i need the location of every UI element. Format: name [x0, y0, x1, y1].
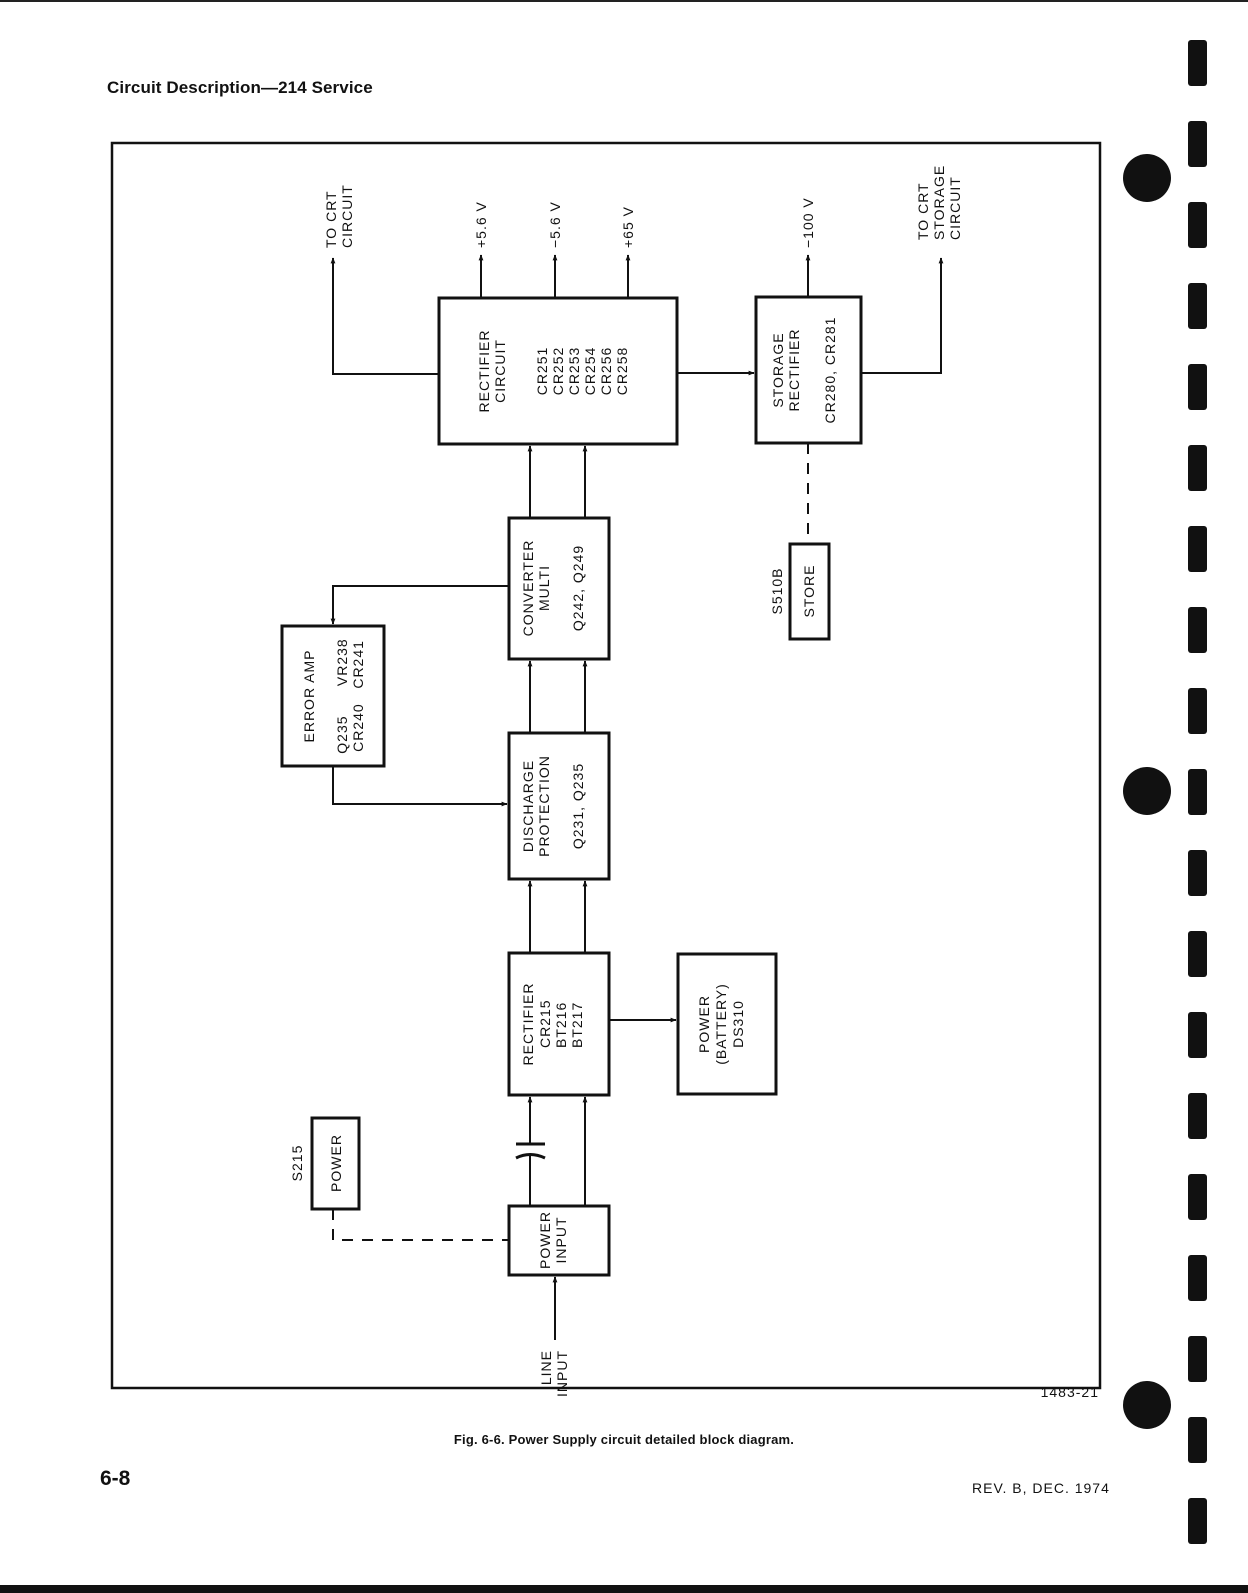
- battery-label-1: POWER: [696, 995, 712, 1053]
- power-switch-block: [310, 1116, 361, 1211]
- binder-hole-middle: [1123, 767, 1171, 815]
- to-crt-storage-label-3: CIRCUIT: [947, 176, 963, 240]
- rectifier-circuit-block: [437, 296, 679, 446]
- rectifier-circuit-part-2: CR252: [550, 347, 566, 396]
- line-input-label-1: LINE: [538, 1350, 554, 1385]
- figure-id: 1483-21: [1041, 1384, 1099, 1400]
- page-top-edge: [0, 0, 1248, 2]
- rectifier-circuit-part-6: CR258: [614, 347, 630, 396]
- discharge-protection-block: [507, 731, 611, 881]
- error-amp-parts-2: CR240 CR241: [350, 640, 366, 752]
- diagram-frame: [110, 141, 1102, 1390]
- rectifier-part-3: BT217: [569, 1002, 585, 1048]
- error-amp-block: [280, 624, 386, 768]
- to-crt-label-1: TO CRT: [323, 190, 339, 248]
- rectifier-circuit-part-1: CR251: [534, 347, 550, 396]
- rectifier-circuit-part-3: CR253: [566, 347, 582, 396]
- power-switch-label: POWER: [328, 1134, 344, 1192]
- rectifier-circuit-label-2: CIRCUIT: [492, 339, 508, 403]
- s510b-label: S510B: [769, 567, 785, 614]
- storage-rectifier-label-2: RECTIFIER: [786, 329, 802, 412]
- plus-65-v-label: +65 V: [620, 206, 636, 248]
- converter-label-1: CONVERTER: [520, 540, 536, 637]
- power-battery-block: [676, 952, 778, 1096]
- minus-100-v-label: −100 V: [800, 197, 816, 248]
- battery-label-3: DS310: [730, 1000, 746, 1048]
- discharge-label-2: PROTECTION: [536, 755, 552, 857]
- error-amp-parts-1: Q235 VR238: [334, 638, 350, 753]
- store-switch-label: STORE: [801, 565, 817, 618]
- error-amp-to-discharge-arrow: [332, 766, 508, 807]
- binder-slots: [1188, 40, 1207, 1544]
- capacitor-plate-bottom: [515, 1153, 546, 1160]
- to-crt-storage-label-2: STORAGE: [931, 165, 947, 240]
- storage-rectifier-parts: CR280, CR281: [822, 317, 838, 424]
- rectifier-block: [507, 951, 611, 1097]
- s215-label: S215: [289, 1145, 305, 1182]
- minus-5-6-v-label: −5.6 V: [547, 201, 563, 248]
- power-input-label-2: INPUT: [553, 1217, 569, 1264]
- to-crt-label-2: CIRCUIT: [339, 184, 355, 248]
- storage-rectifier-label-1: STORAGE: [770, 332, 786, 407]
- binder-hole-top: [1123, 154, 1171, 202]
- plus-5-6-v-label: +5.6 V: [473, 201, 489, 248]
- figure-caption: Fig. 6-6. Power Supply circuit detailed …: [453, 1432, 795, 1447]
- power-input-label-1: POWER: [537, 1211, 553, 1269]
- to-crt-storage-label-1: TO CRT: [915, 182, 931, 240]
- rectifier-circuit-part-5: CR256: [598, 347, 614, 396]
- rectifier-part-2: BT216: [553, 1002, 569, 1048]
- error-amp-title: ERROR AMP: [301, 649, 317, 742]
- rectifier-circuit-part-4: CR254: [582, 347, 598, 396]
- revision-date: REV. B, DEC. 1974: [972, 1480, 1110, 1496]
- converter-parts: Q242, Q249: [570, 545, 586, 631]
- to-crt-storage-arrow: [861, 257, 944, 374]
- binder-hole-bottom: [1123, 1381, 1171, 1429]
- converter-multi-block: [507, 516, 611, 661]
- discharge-label-1: DISCHARGE: [520, 760, 536, 852]
- to-crt-circuit-arrow: [330, 257, 439, 375]
- store-switch-block: [788, 542, 831, 641]
- rectifier-title: RECTIFIER: [520, 983, 536, 1066]
- rectifier-circuit-label-1: RECTIFIER: [476, 330, 492, 413]
- converter-label-2: MULTI: [536, 565, 552, 611]
- power-switch-link: [332, 1209, 509, 1241]
- discharge-parts: Q231, Q235: [570, 763, 586, 849]
- page-header: Circuit Description—214 Service: [107, 78, 373, 97]
- page-number: 6-8: [100, 1467, 131, 1490]
- page-bottom-edge: [0, 1585, 1248, 1593]
- rectifier-part-1: CR215: [537, 999, 553, 1048]
- converter-to-error-amp-arrow: [330, 585, 509, 625]
- line-input-label-2: INPUT: [554, 1350, 570, 1397]
- battery-label-2: (BATTERY): [713, 983, 729, 1065]
